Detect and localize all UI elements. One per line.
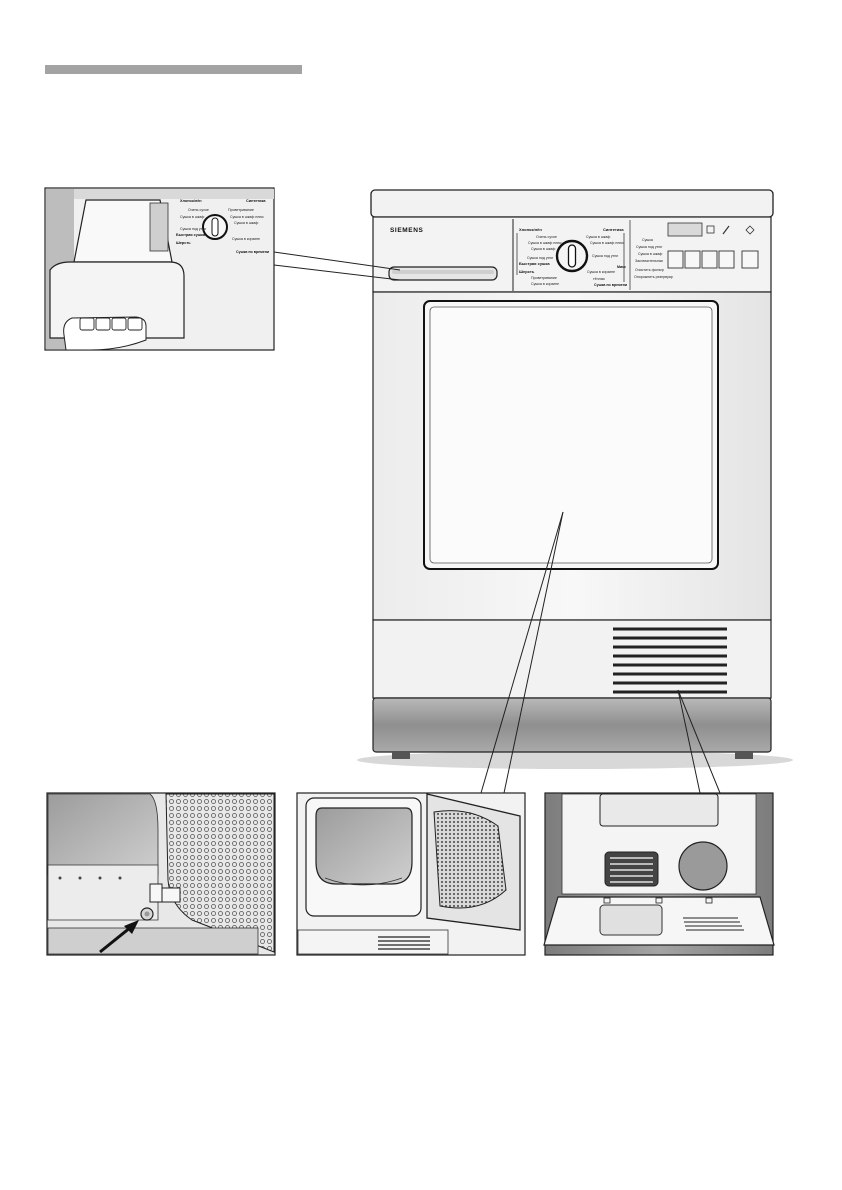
dryer: SIEMENS Хлопок/лён Очень сухое Сушка в ш… [370,189,774,759]
svg-text:Сушка по времени: Сушка по времени [236,250,269,254]
detail-heat-exchanger [543,792,775,956]
svg-text:Быстрая сушка: Быстрая сушка [519,261,550,266]
option-buttons [667,250,759,269]
hand [63,316,147,351]
svg-text:Сушка в шкаф плюс: Сушка в шкаф плюс [528,241,562,245]
program-selector-knob[interactable] [555,239,589,273]
svg-text:Хлопок/лён: Хлопок/лён [519,227,542,232]
svg-text:Хлопок/лён: Хлопок/лён [180,199,202,203]
start-button[interactable] [741,250,759,269]
svg-text:Шерсть: Шерсть [176,241,191,245]
detail-door-hinge [46,792,276,956]
lint-filter[interactable] [433,810,507,909]
svg-text:Быстрая сушка: Быстрая сушка [176,233,206,237]
svg-text:Сушка под утюг: Сушка под утюг [636,245,663,249]
fabric-care-icon [706,225,715,234]
svg-text:тёплая: тёплая [593,277,605,281]
svg-text:Сушка в корзине: Сушка в корзине [232,237,260,241]
svg-text:Шерсть: Шерсть [519,269,535,274]
svg-text:Заключительная: Заключительная [635,259,663,263]
heat-exchanger-grille[interactable] [604,851,659,887]
floor-shadow [357,751,793,769]
program-labels-right: Синтетика Сушка в шкаф Сушка в шкаф плюс… [586,227,627,287]
section-header-bar [45,65,302,74]
svg-text:Сушка в шкаф: Сушка в шкаф [638,252,662,256]
svg-text:Сушка в шкаф: Сушка в шкаф [234,221,258,225]
power-icon [722,225,730,235]
pointer-arrow-icon [99,920,139,954]
option-button-1[interactable] [667,250,684,269]
svg-text:Опорожнить резервуар: Опорожнить резервуар [634,275,673,279]
svg-text:Сушка: Сушка [642,238,653,242]
svg-text:Сушка в корзине: Сушка в корзине [531,282,559,286]
svg-text:Очистить фильтр: Очистить фильтр [635,268,664,272]
option-button-3[interactable] [701,250,718,269]
svg-text:Проветривание: Проветривание [531,276,557,280]
lower-fascia [372,619,772,699]
svg-text:Очень сухое: Очень сухое [188,208,209,212]
program-labels-left: Хлопок/лён Очень сухое Сушка в шкаф плюс… [519,227,562,274]
svg-text:Сушка под утюг: Сушка под утюг [592,254,619,258]
detail-water-container: Хлопок/лён Очень сухое Сушка в шкаф Сушк… [44,187,275,351]
svg-text:Сушка в шкаф плюс: Сушка в шкаф плюс [230,215,264,219]
svg-text:Сушка под утюг: Сушка под утюг [527,256,554,260]
svg-text:Сушка в шкаф: Сушка в шкаф [180,215,204,219]
heat-exchanger-cover-top [599,793,719,827]
svg-text:Сушка в шкаф: Сушка в шкаф [586,235,610,239]
detail-labels: Хлопок/лён Очень сухое Сушка в шкаф Сушк… [176,199,269,254]
svg-text:Проветривание: Проветривание [228,208,254,212]
svg-text:Сушка в шкаф: Сушка в шкаф [531,247,555,251]
dryer-top-cover [370,189,774,218]
svg-text:Сушка в шкаф плюс: Сушка в шкаф плюс [590,241,624,245]
time-display [667,222,703,237]
dryer-plinth [372,697,772,753]
option-button-2[interactable] [684,250,701,269]
status-indicator-labels: Сушка Сушка под утюг Сушка в шкаф Заключ… [634,238,673,279]
option-button-4[interactable] [718,250,735,269]
foot-left [392,752,410,759]
svg-text:Очень сухое: Очень сухое [536,235,557,239]
svg-text:Микс: Микс [617,265,626,269]
svg-text:Синтетика: Синтетика [246,199,266,203]
start-stop-icon [745,225,755,235]
svg-text:Сушка под утюг: Сушка под утюг [180,227,207,231]
program-labels-mid: Проветривание Сушка в корзине [531,276,559,286]
air-vent-grille [613,627,727,694]
foot-right [735,752,753,759]
door-hinge [149,883,163,903]
detail-open-door [296,792,526,956]
brand-logo: SIEMENS [390,227,424,234]
round-opening [678,841,728,891]
svg-text:Синтетика: Синтетика [603,227,624,232]
svg-text:Сушка по времени: Сушка по времени [594,283,627,287]
drum [315,807,413,885]
svg-text:Сушка в корзине: Сушка в корзине [587,270,615,274]
